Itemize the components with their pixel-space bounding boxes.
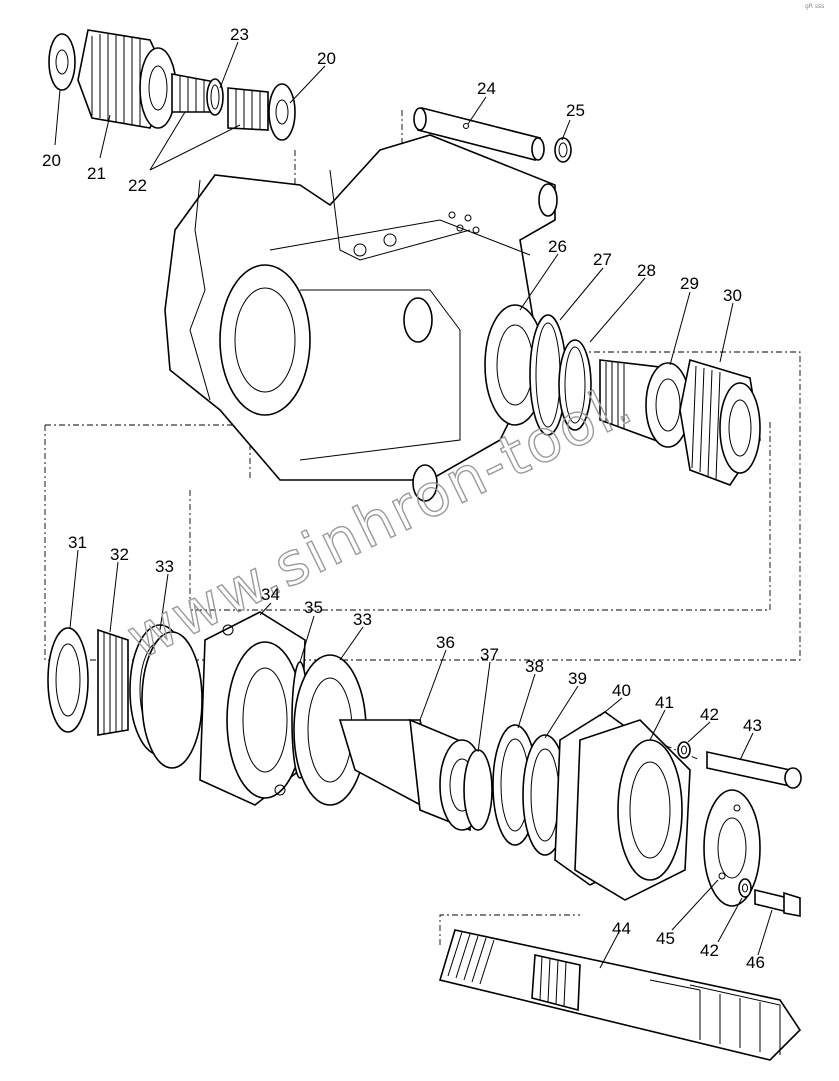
callout-25: 25 <box>566 101 585 120</box>
callout-33: 33 <box>353 610 372 629</box>
callout-31: 31 <box>68 533 87 552</box>
callout-20: 20 <box>42 151 61 170</box>
part-43-bolt <box>706 751 802 789</box>
callout-20: 20 <box>317 49 336 68</box>
part-34-carrier-housing <box>199 611 306 806</box>
callout-36: 36 <box>436 633 455 652</box>
part-45-thrust-plate <box>703 789 761 907</box>
callout-32: 32 <box>110 545 129 564</box>
callout-34: 34 <box>261 585 280 604</box>
callout-28: 28 <box>637 261 656 280</box>
callout-26: 26 <box>548 237 567 256</box>
callout-45: 45 <box>656 929 675 948</box>
part-20-thrust-washer-right <box>268 83 296 141</box>
part-36-shaft <box>338 718 485 832</box>
callout-44: 44 <box>612 919 631 938</box>
part-41-cover <box>574 719 691 901</box>
callout-24: 24 <box>477 79 496 98</box>
callout-41: 41 <box>655 693 674 712</box>
part-44-output-shaft <box>438 929 802 1061</box>
callout-46: 46 <box>746 953 765 972</box>
main-housing <box>164 134 558 502</box>
part-32-bearing-cone <box>97 628 129 736</box>
part-46-bolt <box>754 888 801 917</box>
part-30-gear <box>679 358 761 486</box>
part-21-gear <box>77 29 177 129</box>
part-42-washer-top <box>677 741 691 759</box>
part-25-ring <box>554 137 572 163</box>
part-37-snap-ring <box>463 749 493 831</box>
part-29-splined-hub <box>599 359 691 448</box>
callout-38: 38 <box>525 657 544 676</box>
callout-43: 43 <box>743 716 762 735</box>
part-23-snap-ring <box>206 78 224 116</box>
callout-42: 42 <box>700 705 719 724</box>
callout-29: 29 <box>680 274 699 293</box>
callout-33: 33 <box>155 557 174 576</box>
callout-21: 21 <box>87 164 106 183</box>
callout-30: 30 <box>723 286 742 305</box>
callout-35: 35 <box>304 598 323 617</box>
callout-27: 27 <box>593 250 612 269</box>
part-33-seal-left <box>129 624 203 769</box>
part-42-washer-bottom <box>738 878 752 898</box>
part-31-lock-nut <box>47 627 89 733</box>
callout-42: 42 <box>700 941 719 960</box>
part-28-snap-ring <box>558 339 592 431</box>
callout-23: 23 <box>230 25 249 44</box>
callout-22: 22 <box>128 176 147 195</box>
leader-lines <box>54 41 773 969</box>
callout-37: 37 <box>480 645 499 664</box>
corner-mark: gR sss <box>805 3 824 10</box>
callout-39: 39 <box>568 669 587 688</box>
callout-labels: 20 20 21 22 23 24 25 26 27 28 29 30 31 3… <box>42 25 765 972</box>
callout-40: 40 <box>612 681 631 700</box>
part-20-thrust-washer-left <box>48 33 76 91</box>
part-22-needle-bearing <box>171 73 269 131</box>
part-24-pin <box>413 107 545 161</box>
